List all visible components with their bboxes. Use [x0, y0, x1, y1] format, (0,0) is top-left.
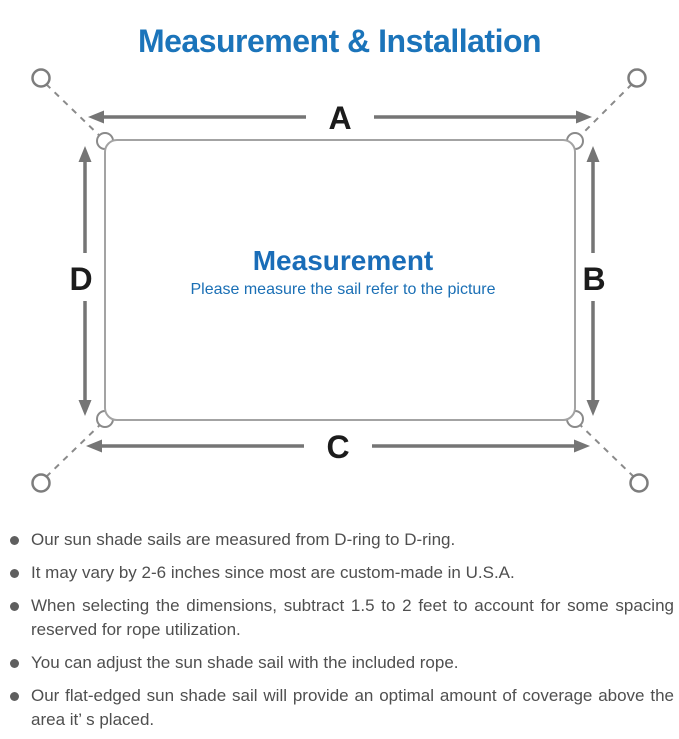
dimension-label-d: D — [69, 261, 92, 297]
center-subheading: Please measure the sail refer to the pic… — [190, 281, 495, 298]
note-text: It may vary by 2-6 inches since most are… — [31, 563, 515, 582]
rope-line-bottom-right — [575, 420, 635, 478]
anchor-circle-icon — [31, 68, 51, 88]
rope-line-bottom-left — [45, 420, 105, 478]
measurement-diagram: A C D B Measurement Pl — [31, 68, 649, 493]
list-item: It may vary by 2-6 inches since most are… — [10, 561, 674, 585]
sail-center-caption: Measurement Please measure the sail refe… — [190, 245, 495, 298]
rope-dashed-lines — [45, 83, 635, 478]
note-text: Our sun shade sails are measured from D-… — [31, 530, 456, 549]
list-item: You can adjust the sun shade sail with t… — [10, 651, 674, 675]
list-item: Our flat-edged sun shade sail will provi… — [10, 684, 674, 732]
bullet-icon — [10, 602, 19, 611]
anchor-points — [31, 68, 649, 493]
dimension-arrow-d: D — [69, 146, 93, 416]
bullet-icon — [10, 692, 19, 701]
dimension-label-b: B — [582, 261, 605, 297]
dimension-arrow-a: A — [88, 100, 592, 136]
bullet-icon — [10, 659, 19, 668]
anchor-circle-icon — [31, 473, 51, 493]
anchor-circle-icon — [629, 473, 649, 493]
arrowhead-right-icon — [574, 439, 590, 453]
arrowhead-left-icon — [88, 110, 104, 124]
dimension-arrow-b: B — [582, 146, 606, 416]
dimension-label-c: C — [326, 429, 349, 465]
bullet-icon — [10, 536, 19, 545]
arrowhead-right-icon — [576, 110, 592, 124]
note-text: You can adjust the sun shade sail with t… — [31, 653, 459, 672]
note-text: Our flat-edged sun shade sail will provi… — [31, 686, 674, 729]
arrowhead-down-icon — [586, 400, 600, 416]
anchor-circle-icon — [627, 68, 647, 88]
dimension-arrow-c: C — [86, 429, 590, 465]
note-text: When selecting the dimensions, subtract … — [31, 596, 674, 639]
dimension-label-a: A — [328, 100, 351, 136]
list-item: When selecting the dimensions, subtract … — [10, 594, 674, 642]
list-item: Our sun shade sails are measured from D-… — [10, 528, 674, 552]
arrowhead-up-icon — [78, 146, 92, 162]
arrowhead-left-icon — [86, 439, 102, 453]
sail-rectangle — [104, 139, 576, 421]
center-heading: Measurement — [253, 245, 434, 276]
rope-line-top-right — [575, 83, 633, 141]
arrowhead-down-icon — [78, 400, 92, 416]
arrowhead-up-icon — [586, 146, 600, 162]
rope-line-top-left — [45, 83, 105, 141]
measurement-notes-list: Our sun shade sails are measured from D-… — [10, 528, 674, 739]
bullet-icon — [10, 569, 19, 578]
page-title: Measurement & Installation — [137, 23, 542, 60]
